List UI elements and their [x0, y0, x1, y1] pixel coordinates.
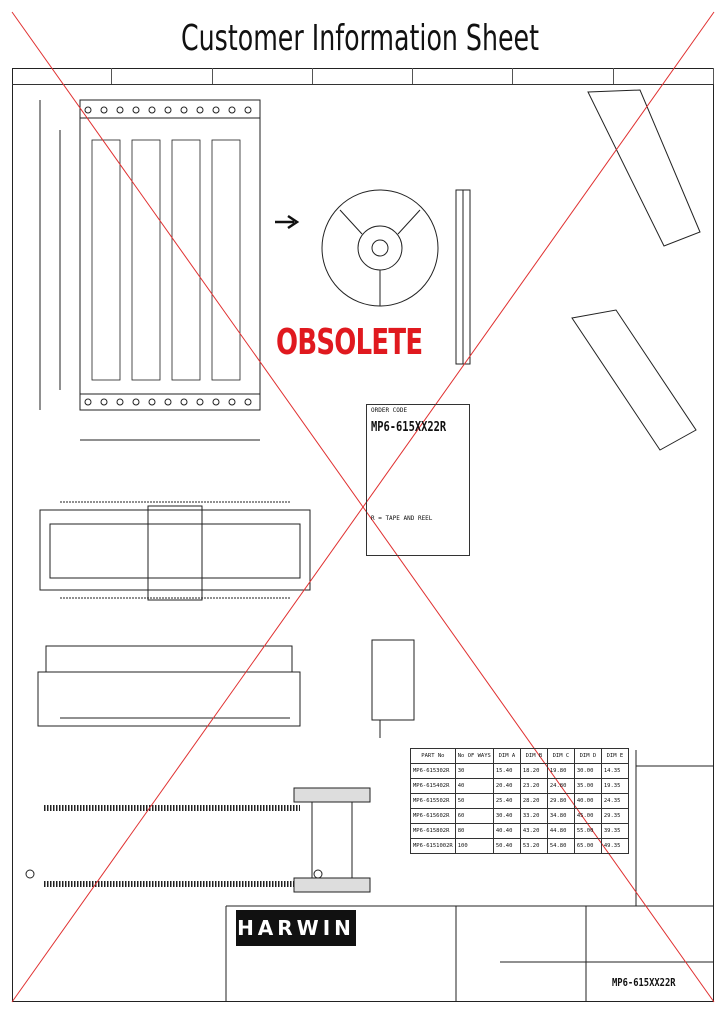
table-cell: 55.00 — [573, 823, 602, 839]
table-cell: 23.20 — [519, 778, 548, 794]
table-cell: 14.35 — [600, 763, 629, 779]
table-header: DIM A — [492, 748, 521, 764]
table-row: MP6-6151002R 100 50.40 53.20 54.80 65.00… — [410, 838, 629, 854]
table-cell: 19.35 — [600, 778, 629, 794]
table-row: MP6-615502R 50 25.40 28.20 29.80 40.00 2… — [410, 793, 629, 809]
table-cell: 15.40 — [492, 763, 521, 779]
table-header: DIM B — [519, 748, 548, 764]
table-cell: 29.35 — [600, 808, 629, 824]
page-title: Customer Information Sheet — [181, 18, 539, 59]
table-cell: 35.00 — [573, 778, 602, 794]
dimension-table: PART No No OF WAYS DIM A DIM B DIM C DIM… — [410, 748, 629, 854]
order-code-box: ORDER CODE MP6-615XX22R R = TAPE AND REE… — [366, 404, 470, 556]
table-header: DIM C — [546, 748, 575, 764]
table-cell: MP6-615402R — [410, 778, 456, 794]
table-cell: MP6-6151002R — [410, 838, 456, 854]
table-cell: 54.80 — [546, 838, 575, 854]
table-cell: 45.00 — [573, 808, 602, 824]
obsolete-stamp: OBSOLETE — [276, 322, 423, 363]
order-code-heading: ORDER CODE — [371, 407, 408, 414]
table-cell: MP6-615802R — [410, 823, 456, 839]
table-cell: 19.80 — [546, 763, 575, 779]
table-row: MP6-615602R 60 30.40 33.20 34.80 45.00 2… — [410, 808, 629, 824]
table-cell: 50.40 — [492, 838, 521, 854]
order-code: MP6-615XX22R — [371, 420, 447, 435]
table-cell: 40 — [454, 778, 494, 794]
table-cell: 29.80 — [546, 793, 575, 809]
table-cell: 25.40 — [492, 793, 521, 809]
order-suffix: R = TAPE AND REEL — [371, 515, 433, 522]
part-number: MP6-615XX22R — [612, 976, 676, 989]
table-cell: 40.00 — [573, 793, 602, 809]
table-cell: 28.20 — [519, 793, 548, 809]
table-cell: MP6-615502R — [410, 793, 456, 809]
table-row: MP6-615802R 80 40.40 43.20 44.80 55.00 3… — [410, 823, 629, 839]
table-cell: 43.20 — [519, 823, 548, 839]
table-cell: MP6-615302R — [410, 763, 456, 779]
table-cell: 100 — [454, 838, 494, 854]
table-row: MP6-615302R 30 15.40 18.20 19.80 30.00 1… — [410, 763, 629, 779]
table-cell: 30.00 — [573, 763, 602, 779]
table-cell: 50 — [454, 793, 494, 809]
table-header: No OF WAYS — [454, 748, 494, 764]
table-cell: 30.40 — [492, 808, 521, 824]
title-strip — [12, 68, 714, 85]
table-cell: 34.80 — [546, 808, 575, 824]
drawing-frame — [12, 68, 714, 1002]
table-cell: 24.80 — [546, 778, 575, 794]
table-cell: 30 — [454, 763, 494, 779]
table-header: DIM D — [573, 748, 602, 764]
table-row: MP6-615402R 40 20.40 23.20 24.80 35.00 1… — [410, 778, 629, 794]
table-cell: 24.35 — [600, 793, 629, 809]
table-cell: 65.00 — [573, 838, 602, 854]
table-cell: 20.40 — [492, 778, 521, 794]
table-cell: 33.20 — [519, 808, 548, 824]
table-cell: 49.35 — [600, 838, 629, 854]
table-header: PART No — [410, 748, 456, 764]
table-cell: 60 — [454, 808, 494, 824]
table-header-row: PART No No OF WAYS DIM A DIM B DIM C DIM… — [410, 748, 629, 764]
table-cell: 80 — [454, 823, 494, 839]
table-cell: 18.20 — [519, 763, 548, 779]
table-cell: 44.80 — [546, 823, 575, 839]
company-logo: HARWIN — [236, 910, 356, 946]
table-header: DIM E — [600, 748, 629, 764]
table-cell: 40.40 — [492, 823, 521, 839]
table-cell: 39.35 — [600, 823, 629, 839]
table-cell: MP6-615602R — [410, 808, 456, 824]
table-cell: 53.20 — [519, 838, 548, 854]
